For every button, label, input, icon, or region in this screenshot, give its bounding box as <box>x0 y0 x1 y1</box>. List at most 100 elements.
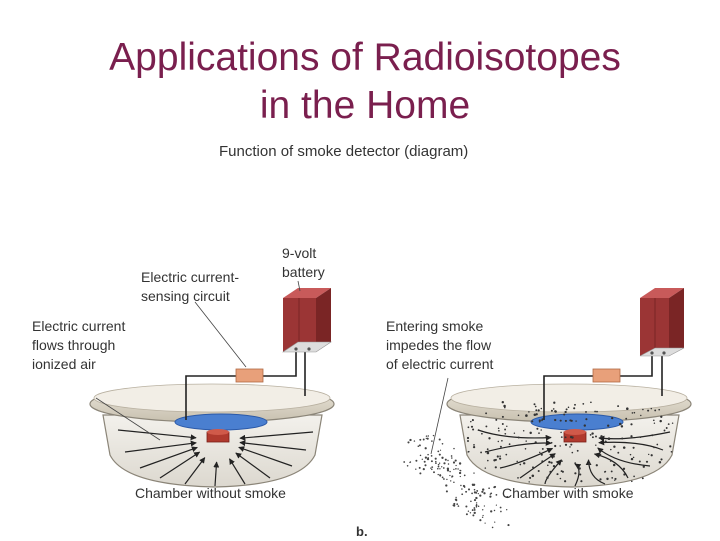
smoke-particle <box>503 404 506 408</box>
smoke-particle <box>456 503 459 505</box>
smoke-particle <box>559 419 562 422</box>
left-battery-icon <box>282 288 332 353</box>
smoke-particle <box>427 435 430 437</box>
smoke-particle <box>486 451 490 455</box>
smoke-particle <box>622 446 626 449</box>
smoke-particle <box>457 468 459 470</box>
smoke-particle <box>488 487 490 490</box>
smoke-particle <box>472 428 475 431</box>
smoke-particle <box>554 418 557 422</box>
smoke-particle <box>495 494 498 496</box>
smoke-particle <box>437 467 439 470</box>
smoke-particle <box>574 472 577 475</box>
smoke-particle <box>535 409 538 412</box>
smoke-leader-line <box>430 377 449 455</box>
smoke-particle <box>653 422 656 424</box>
smoke-particle <box>475 502 478 504</box>
smoke-particle <box>457 505 460 507</box>
smoke-particle <box>599 453 602 456</box>
flow-leader-line <box>95 397 161 441</box>
smoke-particle <box>547 464 549 467</box>
smoke-particle <box>541 460 544 463</box>
smoke-particle <box>600 435 603 438</box>
smoke-particle <box>633 475 635 478</box>
smoke-particle <box>652 419 655 422</box>
smoke-particle <box>419 454 422 457</box>
smoke-particle <box>441 476 444 479</box>
smoke-particle <box>629 453 632 456</box>
smoke-particle <box>669 445 672 448</box>
smoke-particle <box>437 465 440 468</box>
smoke-particle <box>439 449 442 451</box>
smoke-particle <box>554 444 557 448</box>
smoke-particle <box>403 461 406 463</box>
smoke-particle <box>473 508 476 511</box>
smoke-particle <box>531 420 534 423</box>
smoke-particle <box>614 477 617 480</box>
smoke-particle <box>431 468 433 471</box>
smoke-particle <box>621 437 624 440</box>
smoke-particle <box>631 412 634 414</box>
smoke-particle <box>596 410 598 413</box>
blocked-current-arrow <box>499 447 554 469</box>
smoke-particle <box>553 401 556 404</box>
smoke-particle <box>498 429 500 432</box>
smoke-particle <box>481 432 483 435</box>
blocked-current-arrow <box>519 453 556 479</box>
smoke-particle <box>424 464 427 467</box>
smoke-particle <box>473 511 476 515</box>
smoke-particle <box>437 463 440 466</box>
smoke-particle <box>569 446 571 448</box>
smoke-particle <box>550 461 553 464</box>
smoke-particle <box>539 451 541 454</box>
smoke-particle <box>578 467 581 470</box>
smoke-particle <box>417 445 420 447</box>
smoke-particle <box>475 504 478 507</box>
smoke-particle <box>538 432 540 434</box>
smoke-particle <box>490 510 493 513</box>
smoke-particle <box>406 465 409 467</box>
smoke-particle <box>481 509 484 511</box>
smoke-particle <box>517 414 520 417</box>
smoke-particle <box>517 436 520 439</box>
smoke-particle <box>670 450 673 453</box>
smoke-particle <box>477 429 480 432</box>
smoke-particle <box>654 409 657 412</box>
smoke-particle <box>460 470 462 472</box>
smoke-particle <box>427 453 429 456</box>
smoke-particle <box>560 470 563 473</box>
smoke-particle <box>473 488 476 491</box>
smoke-particle <box>438 462 441 464</box>
blocked-current-arrow <box>544 459 562 485</box>
smoke-particle <box>489 495 492 498</box>
smoke-particle <box>552 464 556 468</box>
smoke-particle <box>561 460 563 462</box>
smoke-particle <box>609 460 612 462</box>
battery-label: 9-volt battery <box>282 245 325 280</box>
current-arrow <box>239 431 314 441</box>
smoke-particle <box>447 459 449 462</box>
smoke-particle <box>620 425 624 428</box>
smoke-particle <box>663 429 666 432</box>
smoke-particle <box>564 436 567 439</box>
smoke-particle <box>445 490 448 493</box>
smoke-particle <box>422 438 425 441</box>
smoke-particle <box>631 480 633 483</box>
smoke-particle <box>425 437 427 440</box>
slide-title-line-1: Applications of Radioisotopes <box>109 36 621 79</box>
smoke-particle <box>434 457 437 460</box>
smoke-particle <box>571 451 574 454</box>
sensing-circuit-label: Electric current- sensing circuit <box>141 269 240 304</box>
smoke-particle <box>483 505 486 507</box>
smoke-particle <box>630 457 634 461</box>
smoke-particles <box>403 401 674 529</box>
smoke-particle <box>424 456 428 459</box>
smoke-particle <box>574 403 576 406</box>
smoke-particle <box>611 477 614 479</box>
smoke-particle <box>538 419 541 422</box>
smoke-particle <box>582 403 585 405</box>
smoke-particle <box>435 462 437 464</box>
left-detector <box>89 288 335 488</box>
smoke-particle <box>483 492 486 495</box>
smoke-particle <box>415 459 418 462</box>
